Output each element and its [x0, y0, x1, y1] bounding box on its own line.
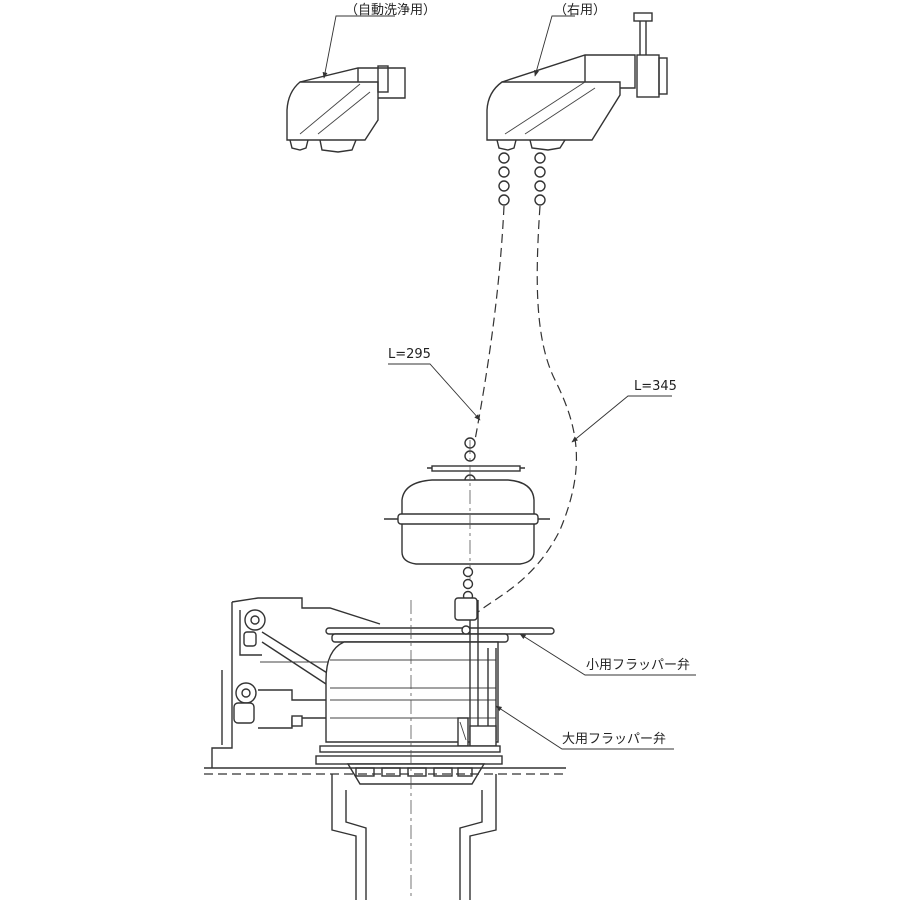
flush-valve-body — [204, 597, 566, 900]
chain-short-label: L=295 — [388, 347, 431, 362]
float-assembly — [384, 437, 550, 602]
right-use-label: （右用） — [554, 3, 606, 18]
auto-flush-lever-assembly — [286, 65, 406, 153]
chain-long-label: L=345 — [634, 379, 677, 394]
right-lever-assembly — [486, 12, 668, 151]
ball-chain-short — [474, 152, 510, 441]
large-flapper-label: 大用フラッパー弁 — [562, 732, 666, 747]
small-flapper-label: 小用フラッパー弁 — [586, 658, 690, 673]
auto-flush-label: （自動洗浄用） — [345, 3, 436, 18]
